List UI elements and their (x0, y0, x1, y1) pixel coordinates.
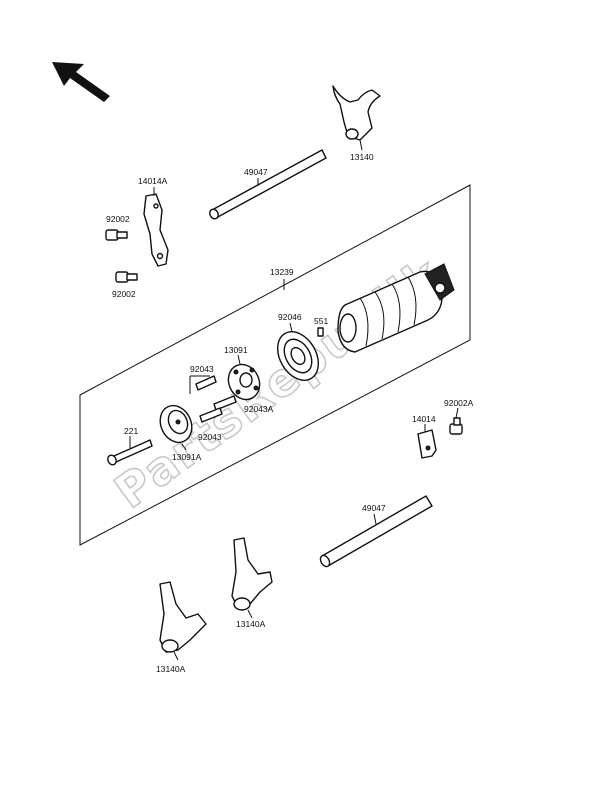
leader (455, 407, 459, 419)
label-13239: 13239 (270, 267, 294, 277)
label-551: 551 (314, 316, 328, 326)
label-92002-bottom: 92002 (112, 289, 136, 299)
shift-drum (337, 263, 455, 353)
label-13091A: 13091A (172, 452, 202, 462)
leader (181, 443, 187, 451)
label-92046: 92046 (278, 312, 302, 322)
label-221: 221 (124, 426, 138, 436)
stopper-14014 (417, 429, 437, 459)
bolt-92002-bottom (115, 271, 138, 283)
arrow-up-left-icon (52, 62, 110, 102)
label-92002A: 92002A (444, 398, 474, 408)
leader (247, 609, 253, 619)
bolt-221 (107, 439, 153, 466)
leader (237, 354, 241, 365)
bolt-92002-top (105, 229, 128, 241)
label-13091: 13091 (224, 345, 248, 355)
label-49047-bottom: 49047 (362, 503, 386, 513)
shift-fork-mid (231, 537, 273, 611)
leader (373, 513, 377, 525)
bearing-92046 (277, 331, 319, 381)
label-13140: 13140 (350, 152, 374, 162)
label-92002-top: 92002 (106, 214, 130, 224)
label-92043-c: 92043 (198, 432, 222, 442)
label-92043A: 92043A (244, 404, 274, 414)
shift-fork-top (332, 85, 381, 141)
pin-92043-c (199, 407, 223, 423)
leader (289, 322, 293, 333)
label-49047-top: 49047 (244, 167, 268, 177)
plate-14014a (143, 193, 169, 267)
label-14014: 14014 (412, 414, 436, 424)
pin-92043-a (195, 375, 217, 391)
pin-551 (317, 327, 324, 337)
label-14014A: 14014A (138, 176, 168, 186)
cam-plate-13091a (159, 404, 193, 444)
shift-fork-bottom (159, 581, 207, 653)
label-13140A-mid: 13140A (236, 619, 266, 629)
label-92043-a: 92043 (190, 364, 214, 374)
leader (359, 139, 363, 151)
drum-assembly-box (79, 184, 471, 546)
label-13140A-bottom: 13140A (156, 664, 186, 674)
shaft-top (209, 149, 327, 220)
leader (173, 651, 179, 661)
pin-92043-b (213, 395, 237, 411)
bolt-92002a (449, 417, 463, 435)
holder-13091 (227, 363, 261, 401)
shaft-bottom (319, 495, 433, 568)
